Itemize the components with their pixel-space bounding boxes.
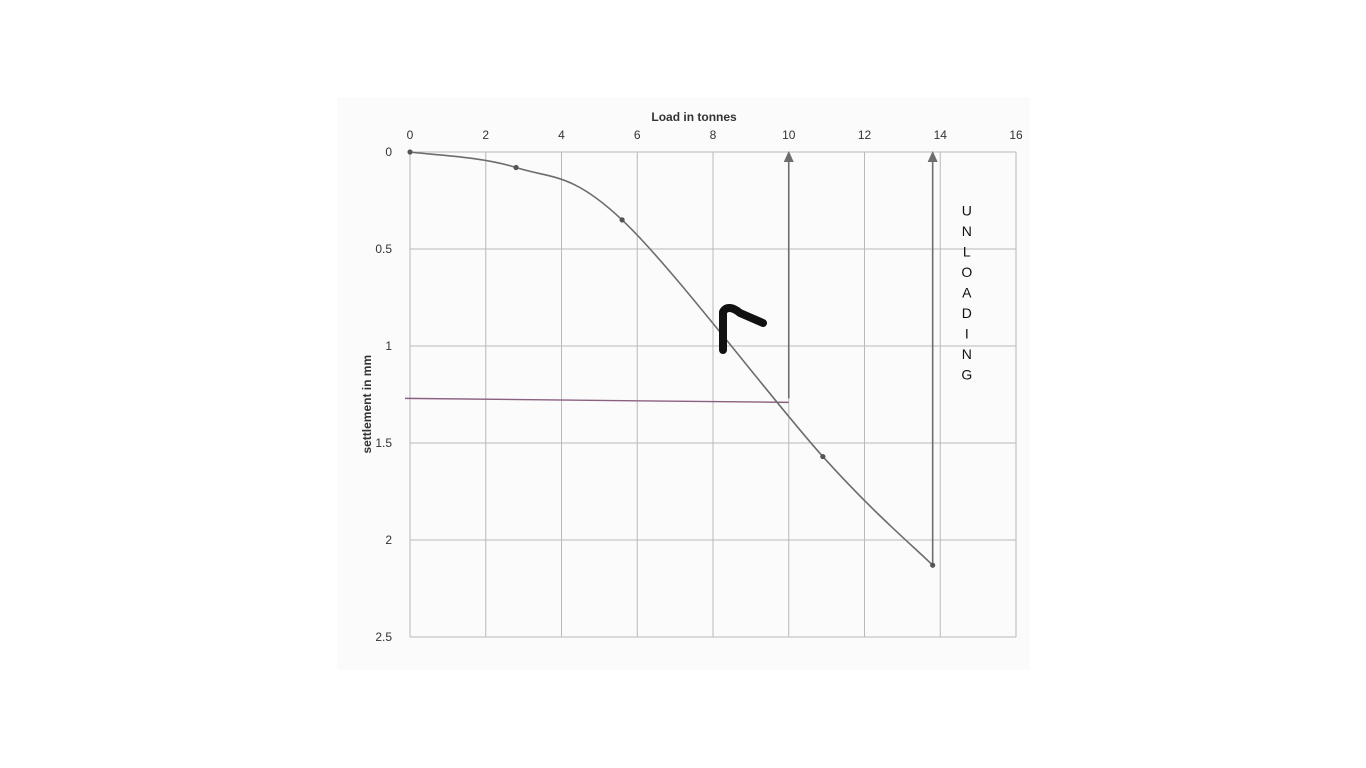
data-point [930,562,936,568]
data-point [820,453,826,460]
hand-drawn-marker [719,304,767,354]
unloading-letter: U [962,203,972,219]
unloading-letter: A [962,285,972,301]
x-tick-label: 14 [934,128,948,142]
reference-line-group [404,397,789,404]
scan-background [337,97,1030,670]
y-tick-label: 1.5 [375,436,392,450]
x-tick-label: 16 [1009,128,1023,142]
arrow-head [927,151,938,162]
y-tick-label: 0 [385,145,392,159]
arrows-group [783,151,938,566]
x-axis-title: Load in tonnes [651,110,737,124]
x-tick-label: 10 [782,128,796,142]
data-point [407,149,413,155]
unloading-letter: O [961,264,972,280]
arrow-head [783,151,794,162]
x-tick-label: 2 [482,128,489,142]
y-tick-label: 1 [385,339,392,353]
x-tick-label: 8 [710,128,717,142]
unloading-letter: G [961,367,972,383]
y-tick-label: 2.5 [375,630,392,644]
data-point [513,164,519,171]
unloading-letter: L [963,244,971,260]
unloading-letter: D [962,305,972,321]
reference-line [404,397,789,404]
labels-group: 0 2 4 6 8 10 12 14 16 0 0.5 1 1.5 2 2.5 Load in tonnes s… [360,110,1023,644]
unloading-letter: N [962,346,972,362]
series-line [409,151,934,566]
x-tick-label: 4 [558,128,565,142]
x-tick-label: 6 [634,128,641,142]
marker-group [719,304,767,354]
y-tick-label: 0.5 [375,242,392,256]
y-tick-label: 2 [385,533,392,547]
x-tick-label: 0 [407,128,414,142]
y-axis-title: settlement in mm [360,355,374,454]
x-tick-label: 12 [858,128,872,142]
series-group [407,149,936,568]
unloading-letter: N [962,223,972,239]
unloading-letter: I [965,326,969,342]
data-point [619,217,625,223]
